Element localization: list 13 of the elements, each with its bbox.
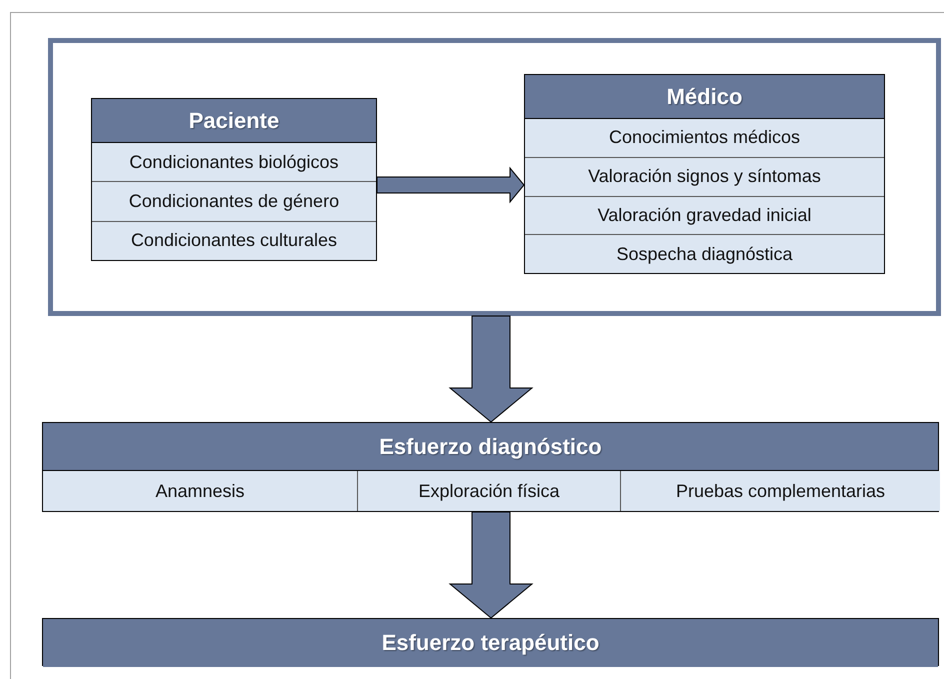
- block-arrow: [448, 316, 534, 423]
- block-arrow: [376, 166, 525, 204]
- block-arrow: [448, 512, 534, 619]
- info-table: [91, 98, 377, 261]
- table-heading: Esfuerzo diagnóstico: [43, 423, 938, 471]
- group-frame: [48, 38, 941, 316]
- info-table: [42, 422, 939, 512]
- table-row: Pruebas complementarias: [620, 471, 940, 511]
- table-heading: Esfuerzo terapéutico: [43, 619, 938, 667]
- info-table: [524, 74, 885, 274]
- table-heading: Médico: [525, 75, 884, 119]
- table-heading: Paciente: [92, 99, 376, 143]
- table-row: Valoración gravedad inicial: [525, 196, 884, 234]
